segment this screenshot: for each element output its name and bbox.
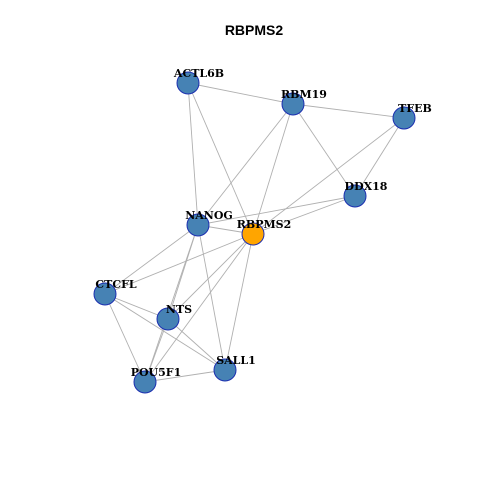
edge-tfeb-rbpms2	[252, 117, 405, 235]
edge-ddx18-nanog	[197, 195, 356, 226]
edge-nanog-ctcfl	[104, 224, 199, 295]
edge-rbm19-nanog	[197, 103, 294, 226]
node-label-actl6b: ACTL6B	[173, 67, 224, 80]
node-label-pou5f1: POU5F1	[131, 366, 182, 379]
node-actl6b[interactable]	[176, 71, 200, 95]
graph-title: RBPMS2	[225, 22, 284, 38]
edge-actl6b-rbm19	[187, 82, 294, 105]
edge-actl6b-nanog	[187, 82, 199, 226]
node-label-nanog: NANOG	[185, 209, 233, 222]
edge-ddx18-rbpms2	[252, 195, 356, 235]
node-label-rbm19: RBM19	[281, 88, 327, 101]
node-ctcfl[interactable]	[93, 282, 117, 306]
node-ddx18[interactable]	[343, 184, 367, 208]
node-nts[interactable]	[156, 307, 180, 331]
edge-actl6b-rbpms2	[187, 82, 254, 235]
edge-nts-sall1	[167, 318, 226, 371]
edge-tfeb-ddx18	[354, 117, 405, 197]
nodes-layer	[93, 71, 416, 394]
node-label-tfeb: TFEB	[398, 102, 432, 115]
node-label-rbpms2: RBPMS2	[237, 218, 291, 231]
node-label-ddx18: DDX18	[345, 180, 388, 193]
edge-rbm19-ddx18	[292, 103, 356, 197]
node-sall1[interactable]	[213, 358, 237, 382]
edge-rbm19-tfeb	[292, 103, 405, 119]
edge-rbpms2-pou5f1	[144, 233, 254, 383]
edge-rbm19-rbpms2	[252, 103, 294, 235]
node-rbpms2[interactable]	[241, 222, 265, 246]
edge-rbpms2-sall1	[224, 233, 254, 371]
node-nanog[interactable]	[186, 213, 210, 237]
edge-nanog-sall1	[197, 224, 226, 371]
edge-rbpms2-nts	[167, 233, 254, 320]
node-label-ctcfl: CTCFL	[95, 278, 137, 291]
edge-rbpms2-ctcfl	[104, 233, 254, 295]
node-pou5f1[interactable]	[133, 370, 157, 394]
edge-ctcfl-pou5f1	[104, 293, 146, 383]
edge-nanog-pou5f1	[144, 224, 199, 383]
edge-ctcfl-sall1	[104, 293, 226, 371]
node-label-sall1: SALL1	[216, 354, 256, 367]
node-label-nts: NTS	[166, 303, 192, 316]
edge-sall1-pou5f1	[144, 369, 226, 383]
node-rbm19[interactable]	[281, 92, 305, 116]
node-tfeb[interactable]	[392, 106, 416, 130]
